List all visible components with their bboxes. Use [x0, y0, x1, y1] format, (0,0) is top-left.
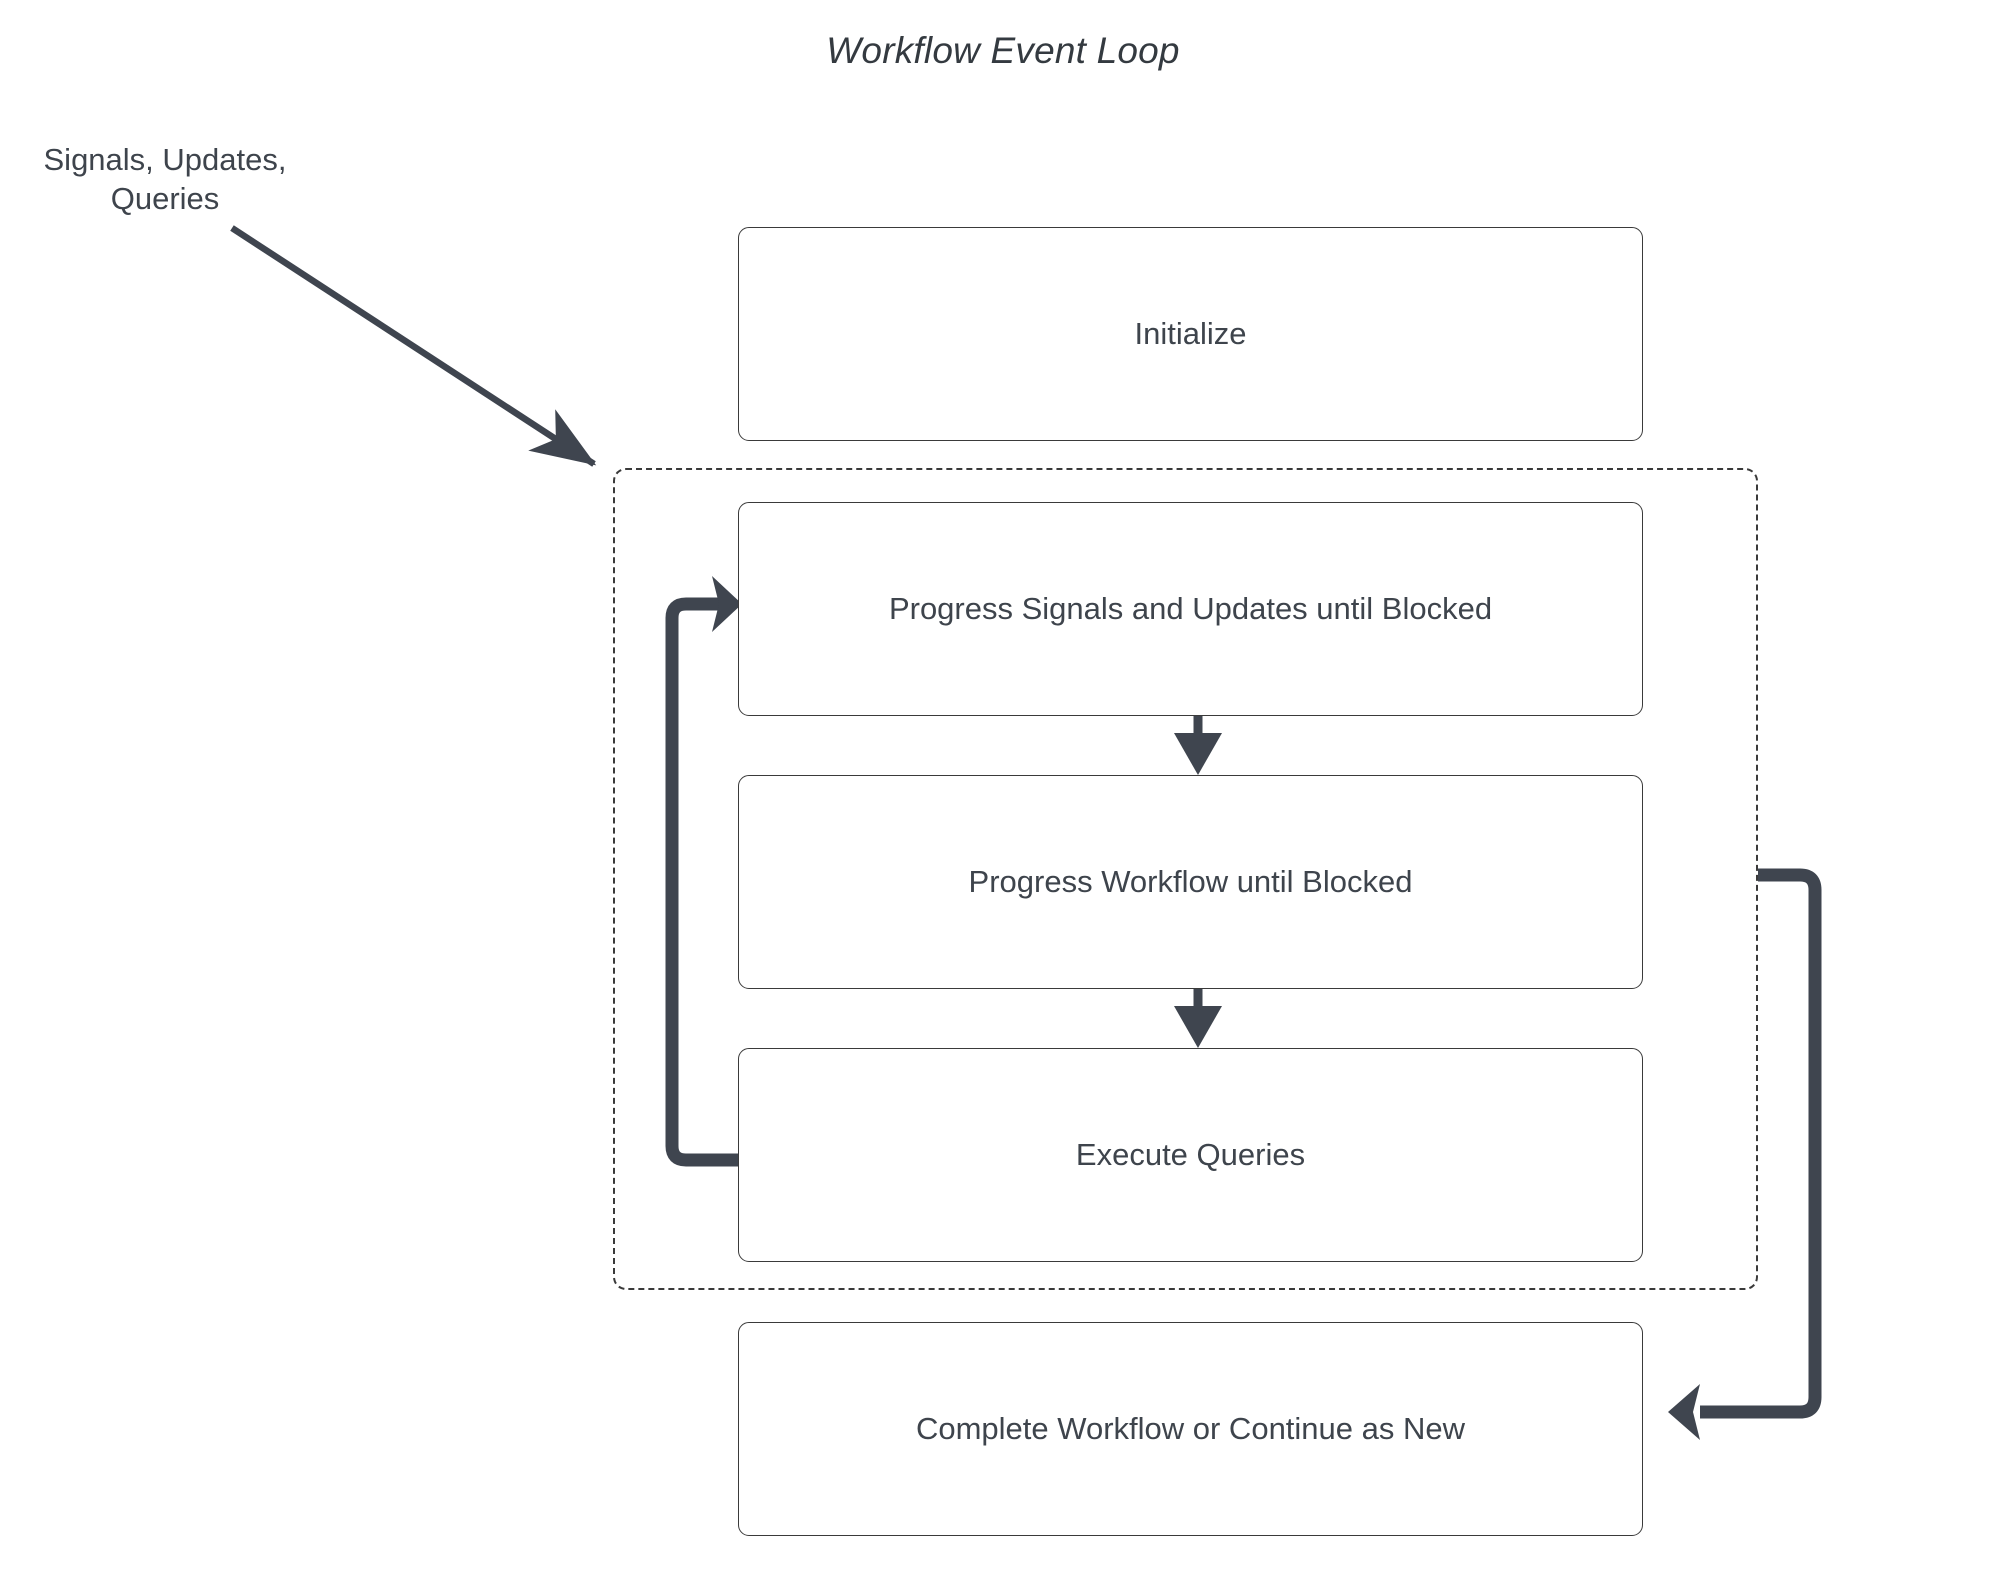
node-progress-workflow[interactable]: Progress Workflow until Blocked: [738, 775, 1643, 989]
node-complete-workflow[interactable]: Complete Workflow or Continue as New: [738, 1322, 1643, 1536]
node-execute-queries-label: Execute Queries: [1075, 1137, 1306, 1173]
external-input-label: Signals, Updates, Queries: [20, 140, 310, 218]
node-execute-queries[interactable]: Execute Queries: [738, 1048, 1643, 1262]
event-loop-group: [613, 468, 1758, 1290]
node-complete-workflow-label: Complete Workflow or Continue as New: [915, 1411, 1466, 1447]
edge-group-to-complete: [1668, 868, 1822, 1440]
external-input-label-line-2: Queries: [110, 181, 220, 217]
external-input-label-line-1: Signals, Updates,: [43, 142, 287, 177]
page-title: Workflow Event Loop: [826, 30, 1180, 71]
edge-queries-loop-back: [665, 576, 742, 1167]
edge-external-input: [230, 225, 597, 467]
node-initialize-label: Initialize: [1134, 316, 1247, 352]
edge-workflow-to-queries: [1174, 988, 1222, 1048]
node-progress-signals-label: Progress Signals and Updates until Block…: [888, 591, 1493, 627]
edge-signals-to-workflow: [1174, 713, 1222, 775]
node-initialize[interactable]: Initialize: [738, 227, 1643, 441]
node-progress-signals[interactable]: Progress Signals and Updates until Block…: [738, 502, 1643, 716]
node-progress-workflow-label: Progress Workflow until Blocked: [968, 864, 1413, 900]
